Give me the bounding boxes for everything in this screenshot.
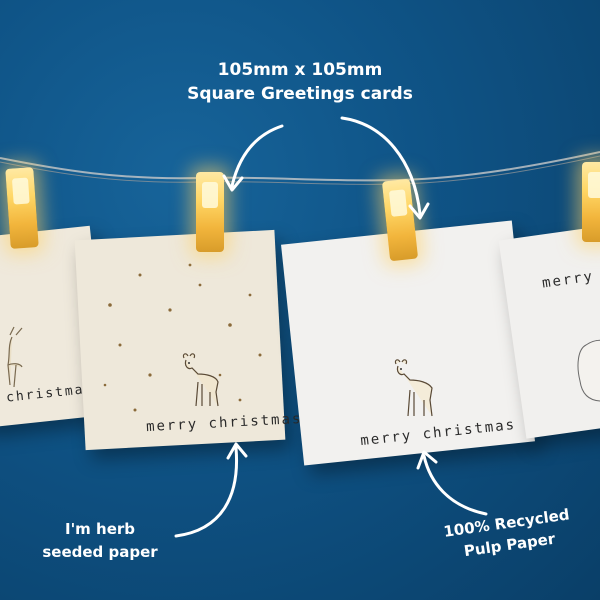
deer-icon (182, 353, 219, 407)
herb-label-line1: I'm herb (64, 520, 135, 538)
bear-icon (577, 339, 600, 402)
headline-line1: 105mm x 105mm (217, 60, 383, 80)
clothes-peg-icon (582, 162, 600, 242)
headline-line2: Square Greetings cards (187, 84, 413, 104)
herb-label: I'm herb seeded paper (20, 518, 180, 564)
herb-label-line2: seeded paper (42, 543, 158, 561)
deer-icon (394, 359, 433, 417)
deer-icon (7, 326, 23, 388)
seed-speckles (103, 263, 262, 412)
clothes-peg-icon (196, 172, 224, 252)
headline: 105mm x 105mm Square Greetings cards (150, 58, 450, 106)
